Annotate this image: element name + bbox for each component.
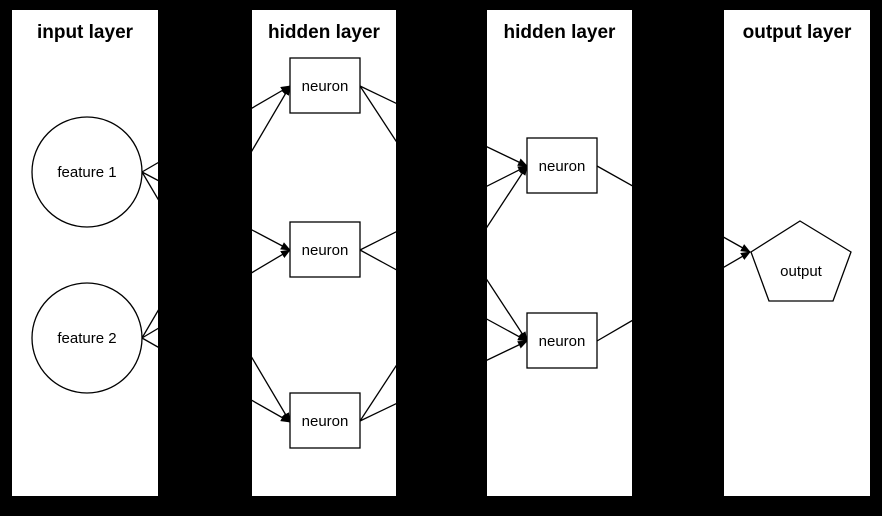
gap-mask-2 (396, 0, 487, 516)
label-h2n1: neuron (539, 158, 586, 175)
gap-masks (158, 0, 724, 516)
node-h1n1-box (289, 57, 361, 114)
node-h2n2-box (526, 312, 598, 369)
label-h1n3: neuron (302, 413, 349, 430)
node-feature1-circle (31, 116, 143, 228)
panel-hidden-layer-2 (487, 10, 632, 496)
node-h1n2-box (289, 221, 361, 278)
title-hidden-layer-1: hidden layer (268, 22, 381, 43)
nodes (31, 57, 852, 449)
node-labels: feature 1 feature 2 neuron neuron neuron… (57, 78, 822, 430)
label-feature1: feature 1 (57, 164, 116, 181)
label-feature2: feature 2 (57, 330, 116, 347)
label-h2n2: neuron (539, 333, 586, 350)
title-output-layer: output layer (743, 22, 852, 43)
label-output: output (780, 263, 823, 280)
label-h1n2: neuron (302, 242, 349, 259)
title-hidden-layer-2: hidden layer (504, 22, 617, 43)
gap-mask-1 (158, 0, 252, 516)
node-h2n1-box (526, 137, 598, 194)
node-feature2-circle (31, 282, 143, 394)
node-h1n3-box (289, 392, 361, 449)
panel-input-layer (12, 10, 158, 496)
node-output-pentagon (750, 220, 852, 302)
gap-mask-3 (632, 0, 724, 516)
layer-titles: input layer hidden layer hidden layer ou… (37, 22, 852, 43)
title-input-layer: input layer (37, 22, 134, 43)
label-h1n1: neuron (302, 78, 349, 95)
